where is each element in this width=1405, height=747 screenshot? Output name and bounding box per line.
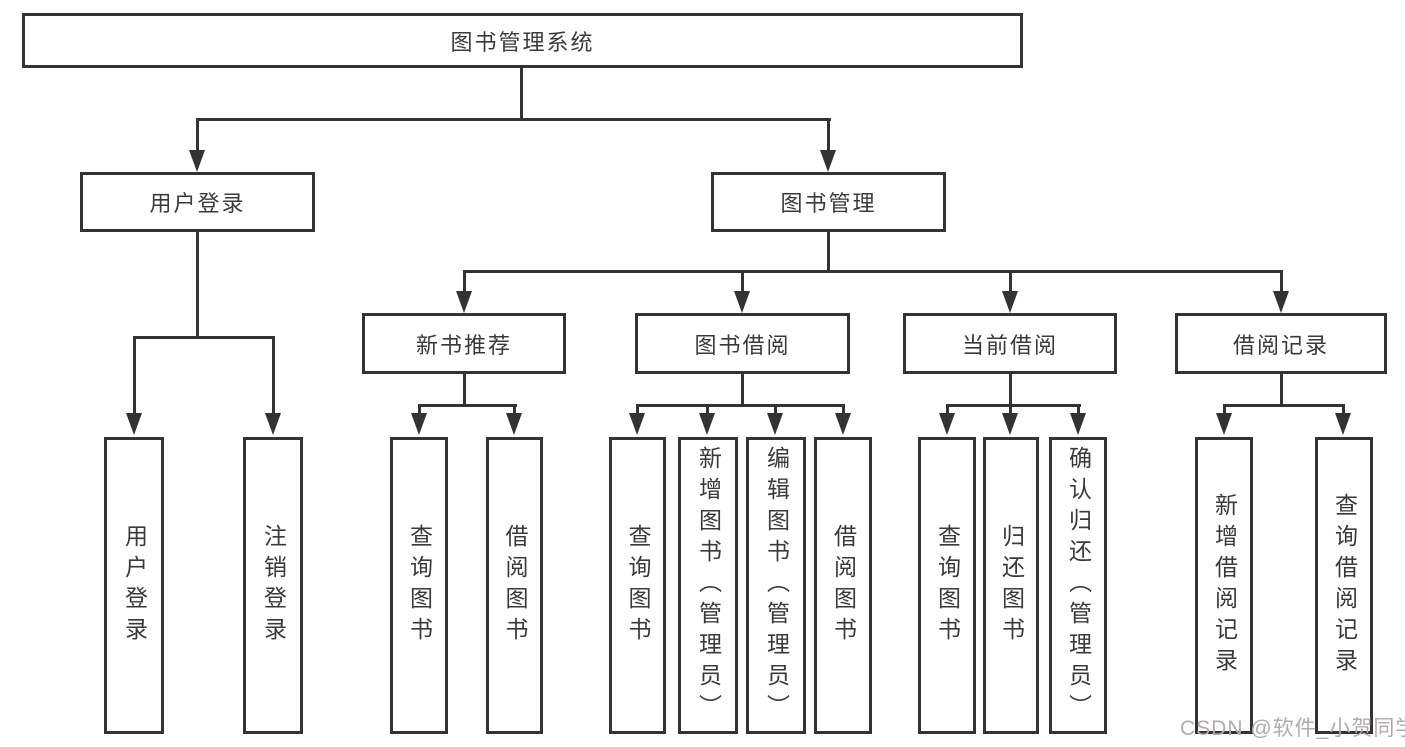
csdn-watermark: CSDN @软件_小贺同学 — [1180, 717, 1405, 740]
connector-root-stem — [520, 68, 523, 121]
connector-drop-query-books-3 — [946, 404, 949, 415]
leaf-confirm-return-admin: 确认归还（管理员） — [1049, 437, 1107, 734]
leaf-add-borrow-record-label: 新增借阅记录 — [1211, 492, 1238, 679]
leaf-query-books-1: 查询图书 — [390, 437, 448, 734]
arrowhead-query-books-3 — [939, 413, 955, 435]
connector-drop-book-management — [827, 118, 830, 152]
node-current-borrowing: 当前借阅 — [903, 313, 1117, 374]
connector-user-login-bus — [133, 336, 275, 339]
arrowhead-current-borrowing — [1002, 291, 1018, 313]
connector-new-book-rec-bus — [418, 404, 517, 407]
leaf-borrow-books-1-label: 借阅图书 — [502, 523, 528, 648]
node-book-management: 图书管理 — [711, 172, 946, 232]
connector-borrowing-records-stem — [1280, 374, 1283, 407]
connector-level2-bus — [196, 118, 831, 121]
leaf-user-login-label: 用户登录 — [121, 523, 148, 648]
connector-book-borrowing-stem — [741, 374, 744, 407]
arrowhead-query-books-2 — [629, 413, 645, 435]
leaf-edit-books-admin: 编辑图书（管理员） — [746, 437, 806, 734]
connector-drop-add-books-admin — [706, 404, 709, 415]
connector-drop-borrow-books-2 — [842, 404, 845, 415]
node-user-login-label: 用户登录 — [149, 191, 246, 216]
arrowhead-confirm-return-admin — [1070, 413, 1086, 435]
connector-drop-query-borrow-record — [1342, 404, 1345, 415]
connector-drop-book-borrowing — [741, 270, 744, 292]
arrowhead-query-books-1 — [411, 413, 427, 435]
node-borrowing-records: 借阅记录 — [1175, 313, 1387, 374]
connector-drop-confirm-return-admin — [1077, 404, 1080, 415]
connector-drop-current-borrowing — [1009, 270, 1012, 292]
leaf-edit-books-admin-label: 编辑图书（管理员） — [763, 446, 790, 725]
arrowhead-leaf-user-login — [126, 413, 142, 435]
arrowhead-new-book-recommendation — [456, 291, 472, 313]
leaf-add-books-admin-label: 新增图书（管理员） — [695, 446, 722, 725]
connector-book-borrowing-bus — [636, 404, 845, 407]
node-library-system-label: 图书管理系统 — [450, 29, 595, 55]
connector-drop-borrowing-records — [1280, 270, 1283, 292]
connector-drop-query-books-2 — [636, 404, 639, 415]
node-book-borrowing-label: 图书借阅 — [694, 332, 791, 358]
leaf-logout: 注销登录 — [243, 437, 303, 734]
connector-level3-bus — [463, 270, 1283, 273]
connector-current-borrowing-stem — [1009, 374, 1012, 407]
node-borrowing-records-label: 借阅记录 — [1232, 332, 1329, 358]
leaf-return-books: 归还图书 — [983, 437, 1039, 734]
arrowhead-edit-books-admin — [767, 413, 783, 435]
node-book-borrowing: 图书借阅 — [635, 313, 850, 374]
leaf-borrow-books-1: 借阅图书 — [486, 437, 543, 734]
connector-drop-new-book-recommendation — [463, 270, 466, 292]
leaf-query-books-3-label: 查询图书 — [934, 523, 961, 648]
connector-current-borrowing-bus — [946, 404, 1081, 407]
leaf-add-books-admin: 新增图书（管理员） — [678, 437, 738, 734]
connector-drop-user-login — [196, 118, 199, 152]
arrowhead-return-books — [1002, 413, 1018, 435]
node-current-borrowing-label: 当前借阅 — [961, 332, 1058, 358]
arrowhead-borrowing-records — [1273, 291, 1289, 313]
leaf-query-books-2: 查询图书 — [609, 437, 666, 734]
connector-drop-return-books — [1009, 404, 1012, 415]
node-library-system: 图书管理系统 — [22, 13, 1023, 68]
arrowhead-book-borrowing — [734, 291, 750, 313]
arrowhead-leaf-logout — [265, 413, 281, 435]
leaf-query-books-3: 查询图书 — [918, 437, 976, 734]
leaf-borrow-books-2: 借阅图书 — [814, 437, 872, 734]
node-book-management-label: 图书管理 — [780, 191, 877, 216]
node-new-book-recommendation: 新书推荐 — [362, 313, 566, 374]
arrowhead-user-login — [189, 150, 205, 172]
leaf-borrow-books-2-label: 借阅图书 — [830, 523, 857, 648]
connector-borrowing-records-bus — [1223, 404, 1344, 407]
connector-drop-borrow-books-1 — [513, 404, 516, 415]
arrowhead-book-management — [820, 150, 836, 172]
leaf-return-books-label: 归还图书 — [998, 523, 1025, 648]
leaf-query-borrow-record: 查询借阅记录 — [1315, 437, 1373, 734]
leaf-query-books-1-label: 查询图书 — [406, 523, 433, 648]
leaf-query-books-2-label: 查询图书 — [625, 523, 651, 648]
connector-user-login-stem — [196, 232, 199, 339]
connector-drop-query-books-1 — [418, 404, 421, 415]
arrowhead-query-borrow-record — [1335, 413, 1351, 435]
node-user-login: 用户登录 — [80, 172, 315, 232]
connector-drop-edit-books-admin — [774, 404, 777, 415]
connector-drop-leaf-logout — [272, 336, 275, 415]
connector-drop-leaf-user-login — [133, 336, 136, 415]
arrowhead-borrow-books-1 — [506, 413, 522, 435]
connector-book-management-stem — [827, 232, 830, 273]
leaf-logout-label: 注销登录 — [260, 523, 287, 648]
leaf-confirm-return-admin-label: 确认归还（管理员） — [1065, 446, 1092, 725]
connector-drop-add-borrow-record — [1223, 404, 1226, 415]
arrowhead-borrow-books-2 — [835, 413, 851, 435]
arrowhead-add-borrow-record — [1216, 413, 1232, 435]
connector-new-book-rec-stem — [463, 374, 466, 407]
arrowhead-add-books-admin — [699, 413, 715, 435]
node-new-book-recommendation-label: 新书推荐 — [415, 332, 512, 358]
leaf-add-borrow-record: 新增借阅记录 — [1195, 437, 1253, 734]
leaf-query-borrow-record-label: 查询借阅记录 — [1331, 492, 1358, 679]
leaf-user-login: 用户登录 — [104, 437, 164, 734]
